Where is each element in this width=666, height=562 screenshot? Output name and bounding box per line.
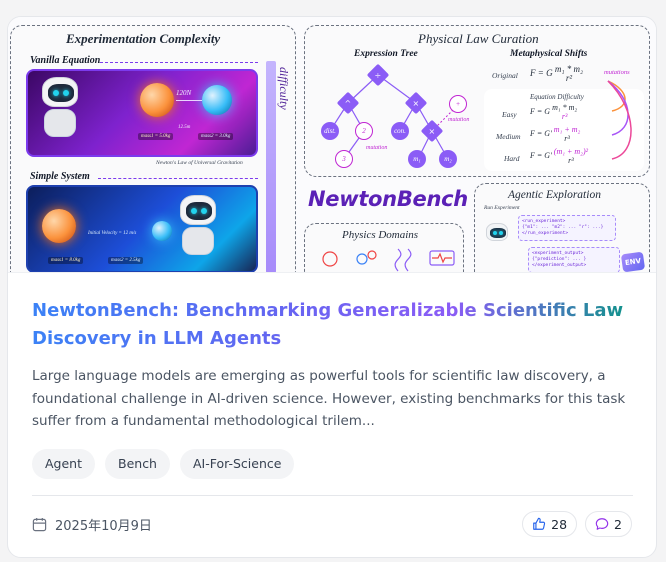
engagement-stats: 28 2 [522, 511, 632, 537]
comment-button[interactable]: 2 [585, 511, 632, 537]
mass1-label: mass1 = 5.0kg [138, 133, 174, 140]
tag-bench[interactable]: Bench [105, 449, 170, 479]
date-text: 2025年10月9日 [55, 519, 152, 534]
velocity-label: Initial Velocity = 12 m/s [88, 231, 137, 236]
tree-node-two: 2 [355, 122, 373, 140]
thumbs-up-icon [533, 517, 546, 530]
simple-system-scene: Initial Velocity = 12 m/s mass1 = 8.0kg … [26, 185, 258, 272]
physics-domain-icons [322, 248, 455, 272]
paper-figure[interactable]: Experimentation Complexity Vanilla Equat… [8, 17, 656, 273]
tag-list: Agent Bench AI-For-Science [32, 449, 295, 479]
mutation-arrows [607, 80, 632, 160]
tree-node-m2: m₂ [439, 150, 457, 168]
metaphysical-title: Metaphysical Shifts [510, 49, 588, 59]
tree-node-plus: + [449, 95, 467, 113]
robot-body-b [182, 227, 214, 255]
vanilla-label: Vanilla Equation [30, 55, 101, 66]
tree-node-dist: dist. [321, 122, 339, 140]
mutation-label-2: mutation [448, 117, 470, 123]
mass2-b-sphere [152, 221, 172, 241]
vanilla-divider [100, 62, 258, 63]
distance-label: 12.5m [178, 125, 191, 130]
curation-title: Physical Law Curation [418, 31, 539, 46]
run-experiment-label: Run Experiment [484, 205, 520, 211]
paper-description: Large language models are emerging as po… [32, 368, 626, 429]
paper-card[interactable]: Experimentation Complexity Vanilla Equat… [7, 16, 657, 558]
tree-node-m1: m₁ [408, 150, 426, 168]
force-arrow [176, 100, 202, 101]
like-count: 28 [551, 516, 568, 532]
run-experiment-code: <run_experiment>{"m1": ... "m2": ... "r"… [518, 215, 616, 241]
expression-tree-title: Expression Tree [354, 49, 418, 59]
hard-label: Hard [504, 154, 520, 163]
mass2-b-label: mass2 = 2.5kg [108, 257, 144, 264]
simple-system-label: Simple System [30, 171, 90, 182]
equation-difficulty-title: Equation Difficulty [530, 93, 584, 101]
chat-bubble-icon [595, 518, 609, 530]
physics-domains-title: Physics Domains [342, 229, 419, 241]
mass1-b-label: mass1 = 8.0kg [48, 257, 84, 264]
paper-title[interactable]: NewtonBench: Benchmarking Generalizable … [32, 297, 632, 353]
simple-divider [98, 178, 258, 179]
experiment-output-code: <experiment_output>{"prediction": ... }<… [528, 247, 620, 272]
original-label: Original [492, 71, 518, 80]
robot-head-b [180, 195, 216, 225]
force-label: 120N [176, 89, 192, 97]
gravitation-caption: Newton's Law of Universal Gravitation [156, 160, 243, 166]
like-button[interactable]: 28 [522, 511, 578, 537]
calendar-icon [32, 517, 47, 532]
card-divider [32, 495, 633, 496]
agent-robot-icon [486, 223, 508, 241]
brand-logo-text: NewtonBench [308, 187, 468, 211]
vanilla-scene: 120N 12.5m mass1 = 5.0kg mass2 = 3.0kg [26, 69, 258, 157]
physics-domains-panel [304, 223, 464, 272]
robot-body [44, 109, 76, 137]
mutation-label-1: mutation [366, 145, 388, 151]
tree-node-three: 3 [335, 150, 353, 168]
mutations-label: mutations [604, 69, 630, 76]
tree-node-con: con. [391, 122, 409, 140]
easy-label: Easy [502, 110, 517, 119]
tag-ai-for-science[interactable]: AI-For-Science [179, 449, 295, 479]
medium-label: Medium [496, 132, 521, 141]
tag-agent[interactable]: Agent [32, 449, 95, 479]
mass1-sphere [140, 83, 174, 117]
comment-count: 2 [614, 516, 622, 532]
agentic-title: Agentic Exploration [508, 189, 601, 201]
mass2-label: mass2 = 3.0kg [198, 133, 234, 140]
publish-date: 2025年10月9日 [32, 515, 152, 534]
mass1-b-sphere [42, 209, 76, 243]
env-badge: ENV [620, 251, 646, 272]
experimentation-title: Experimentation Complexity [66, 31, 221, 46]
robot-head [42, 77, 78, 107]
difficulty-bar [266, 61, 276, 272]
mass2-sphere [202, 85, 232, 115]
difficulty-label: difficulty [277, 67, 291, 110]
